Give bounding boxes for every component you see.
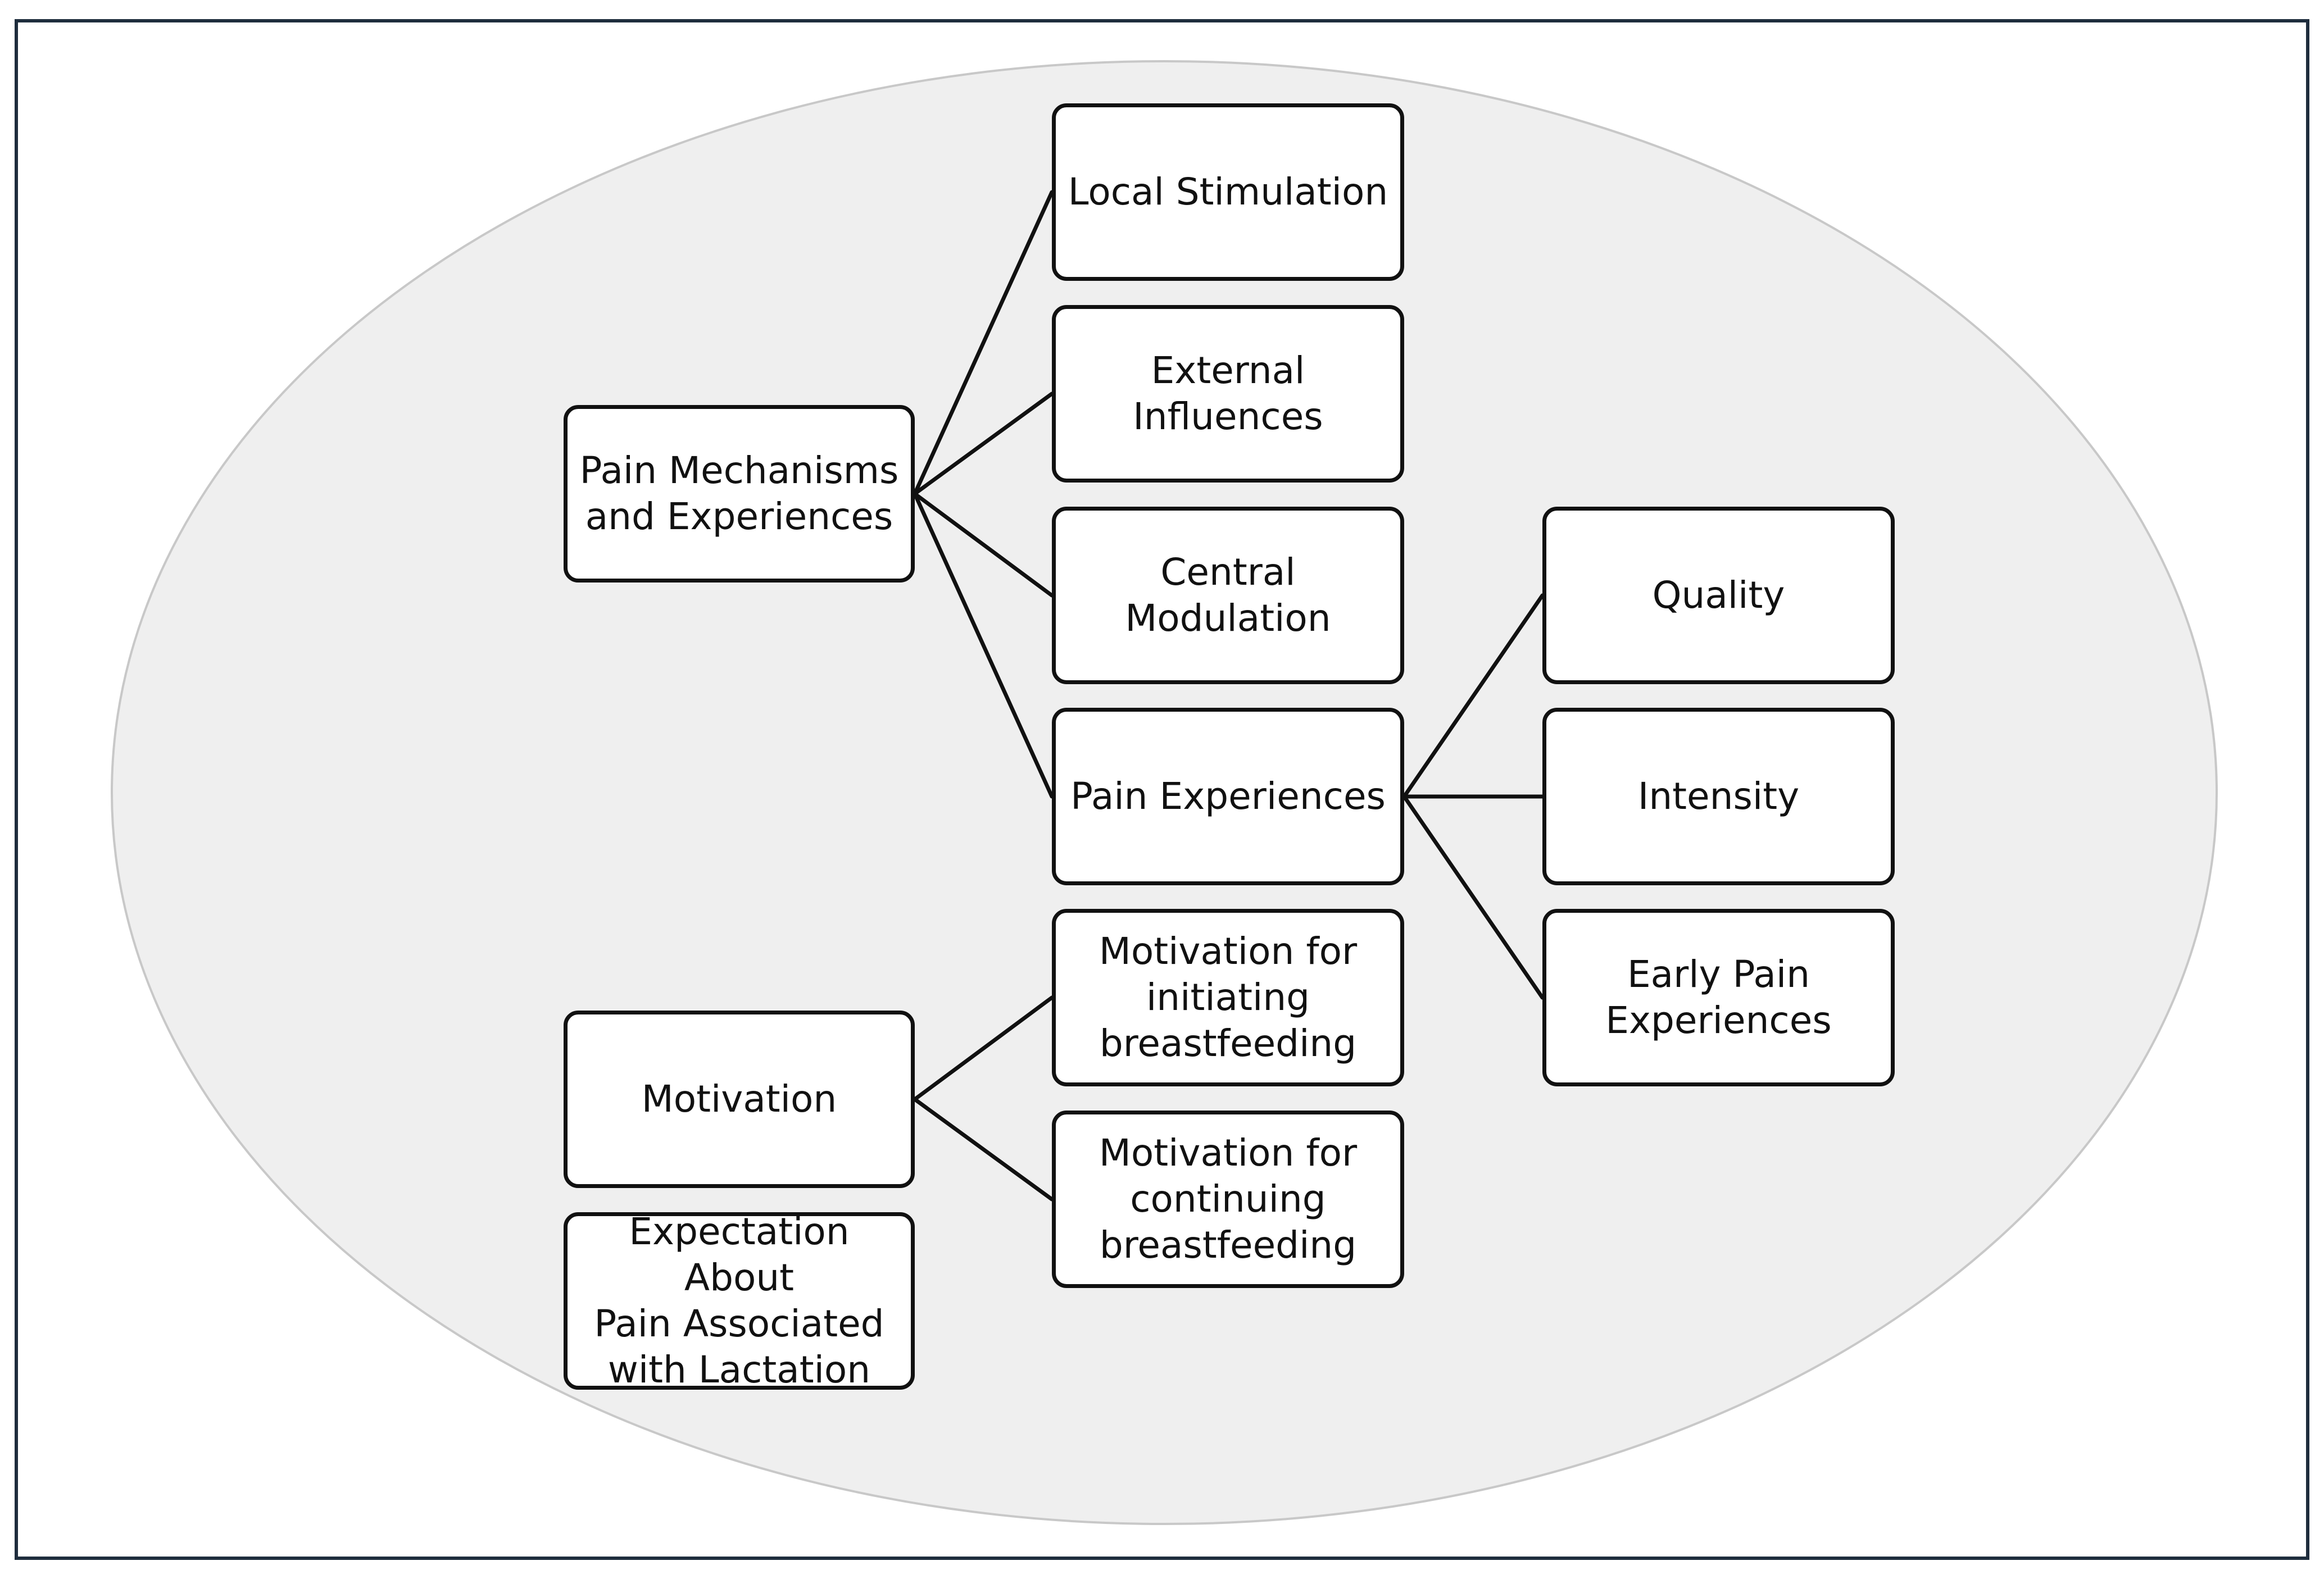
intensity-label: Intensity [1637, 775, 1800, 818]
connector-pain_experiences-to-quality [1402, 593, 1545, 799]
motivation-node: Motivation [564, 1011, 915, 1188]
early-pain-experiences-label: Early Pain Experiences [1605, 953, 1832, 1042]
expectation-node: Expectation About Pain Associated with L… [564, 1210, 915, 1391]
motivation-continuing-node: Motivation for continuing breastfeeding [1052, 1111, 1404, 1288]
pain-mechanisms-label: Pain Mechanisms and Experiences [579, 449, 899, 538]
central-modulation-label: Central Modulation [1125, 550, 1331, 640]
connector-lines [913, 190, 1545, 1202]
external-influences-label: External Influences [1133, 349, 1323, 438]
intensity-node: Intensity [1542, 708, 1895, 885]
connector-pain_mechanisms-to-local_stimulation [913, 190, 1054, 496]
connector-pain_experiences-to-early_pain_experiences [1402, 794, 1545, 1000]
external-influences-node: External Influences [1052, 305, 1404, 483]
pain-experiences-label: Pain Experiences [1070, 775, 1386, 818]
expectation-label: Expectation About Pain Associated with L… [594, 1210, 884, 1391]
motivation-label: Motivation [641, 1077, 837, 1121]
connector-pain_mechanisms-to-external_influences [913, 392, 1054, 496]
pain-mechanisms-node: Pain Mechanisms and Experiences [564, 405, 915, 583]
connector-pain_mechanisms-to-central_modulation [913, 492, 1054, 598]
quality-label: Quality [1652, 574, 1785, 617]
central-modulation-node: Central Modulation [1052, 507, 1404, 684]
motivation-initiating-label: Motivation for initiating breastfeeding [1099, 930, 1358, 1065]
connector-pain_mechanisms-to-pain_experiences [913, 492, 1054, 799]
pain-experiences-node: Pain Experiences [1052, 708, 1404, 885]
motivation-continuing-label: Motivation for continuing breastfeeding [1099, 1131, 1358, 1267]
connector-motivation-to-motivation_continuing [913, 1097, 1054, 1202]
motivation-initiating-node: Motivation for initiating breastfeeding [1052, 909, 1404, 1086]
quality-node: Quality [1542, 507, 1895, 684]
local-stimulation-label: Local Stimulation [1068, 170, 1388, 213]
outer-frame [15, 19, 2309, 1560]
local-stimulation-node: Local Stimulation [1052, 103, 1404, 281]
early-pain-experiences-node: Early Pain Experiences [1542, 909, 1895, 1086]
connector-motivation-to-motivation_initiating [913, 995, 1054, 1102]
